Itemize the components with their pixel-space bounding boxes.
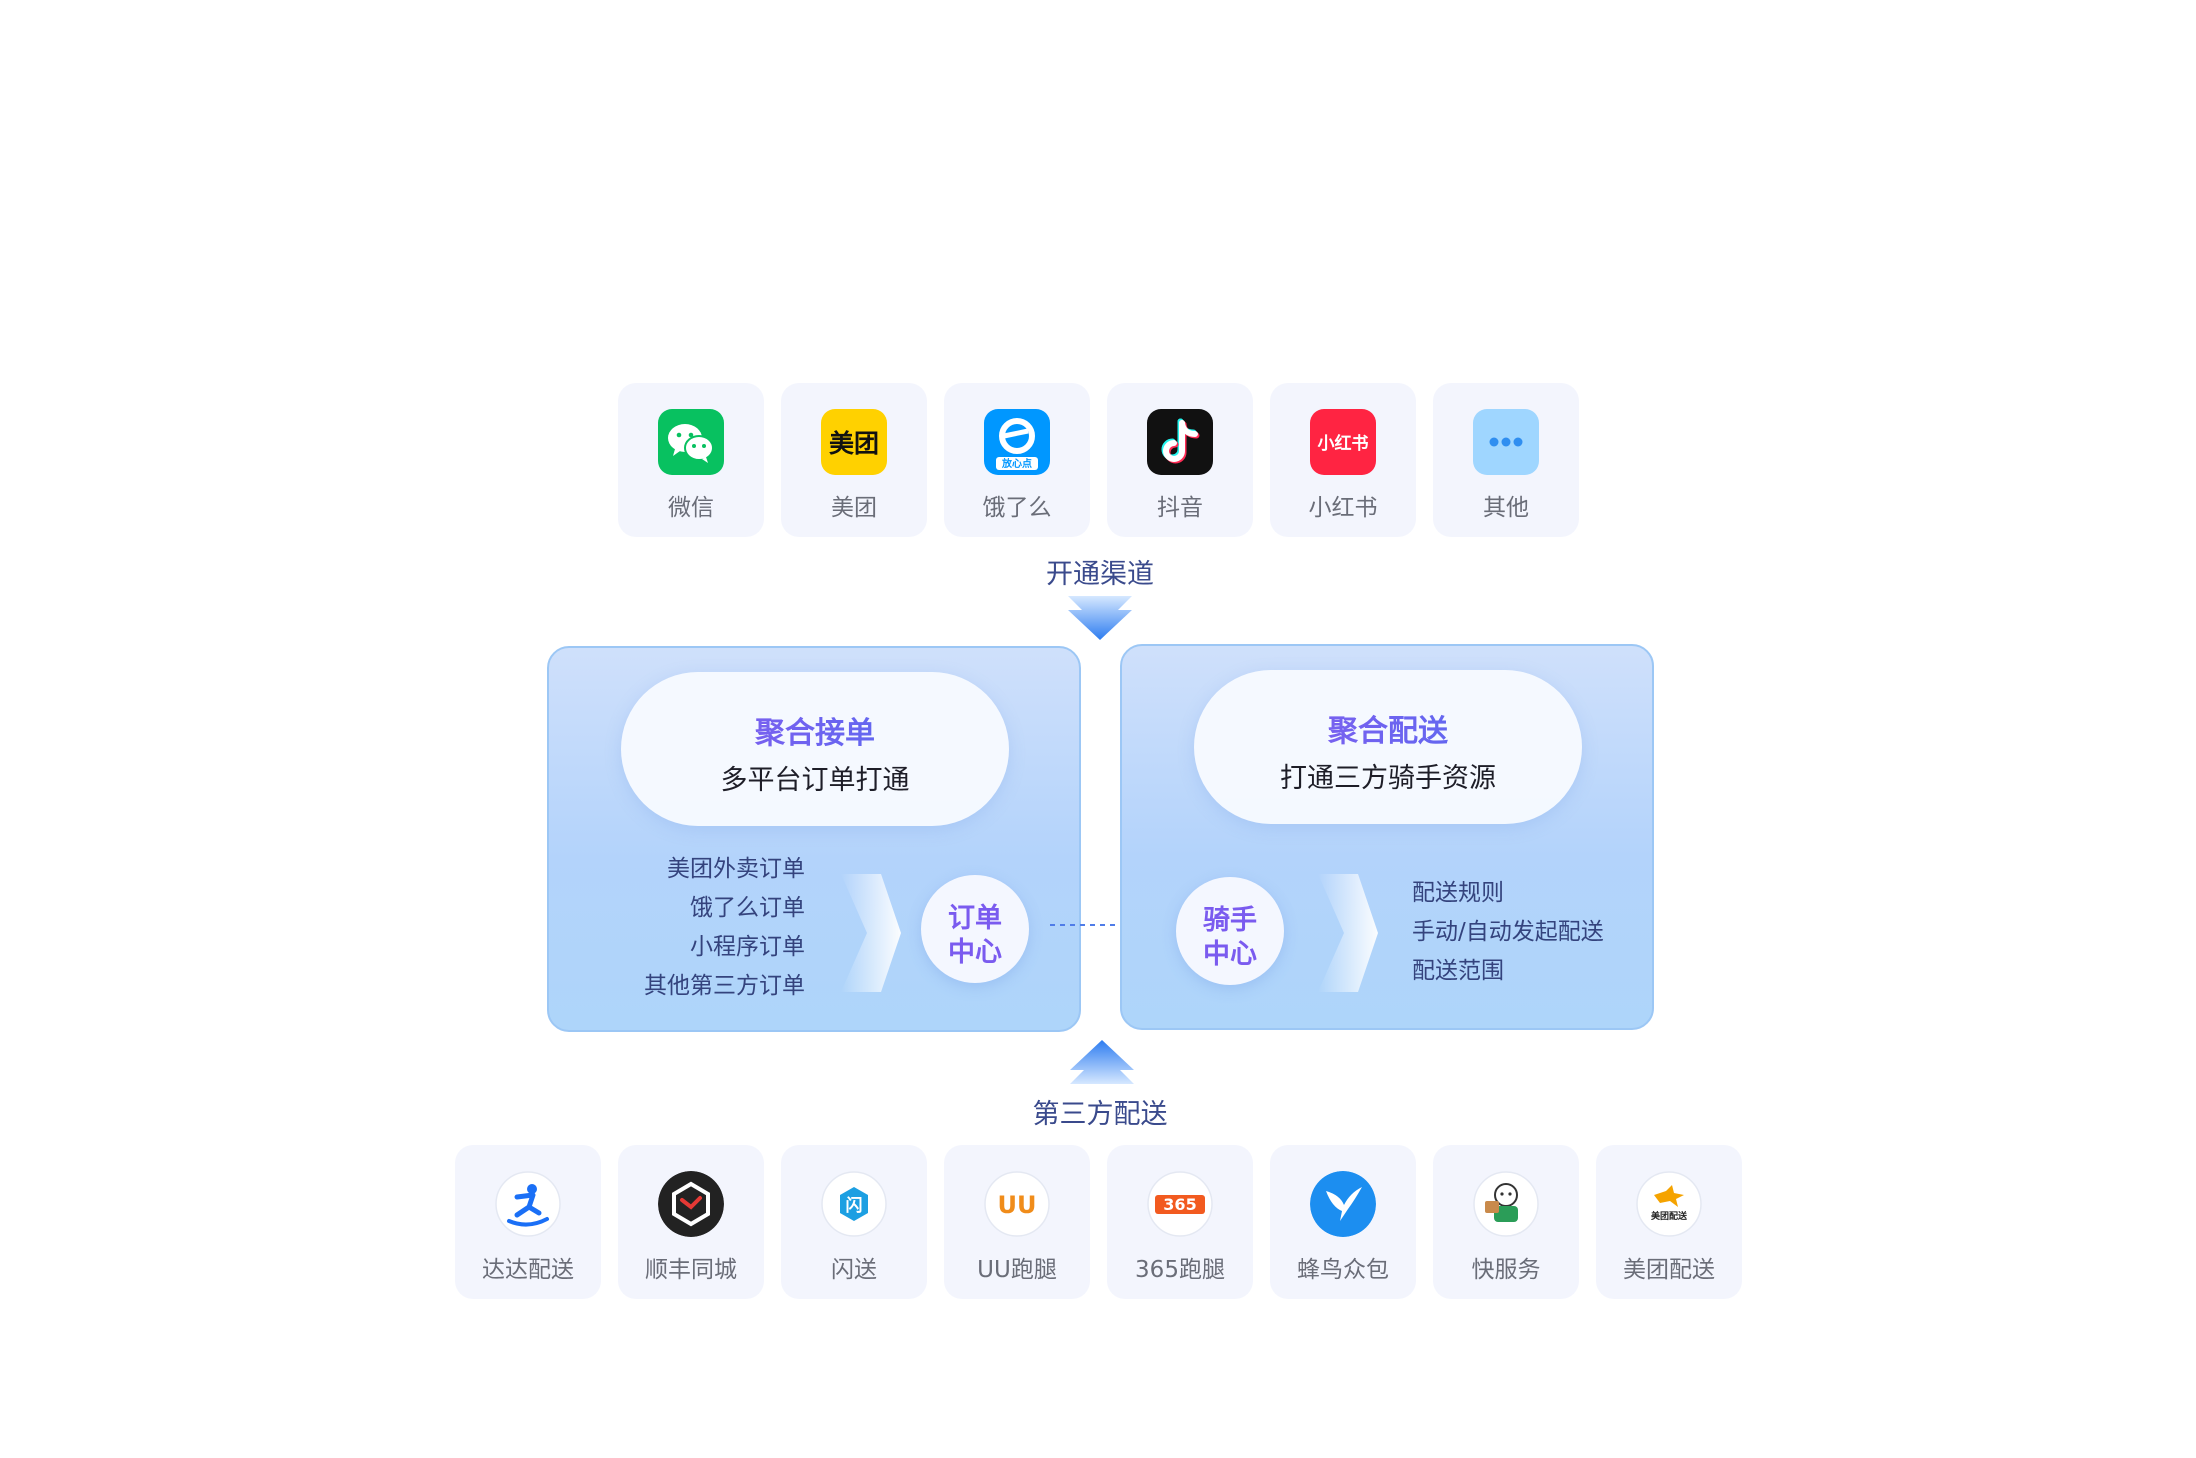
courier-card-dada[interactable]: 达达配送	[455, 1145, 601, 1299]
list-item: 小程序订单	[690, 934, 805, 960]
aggregated-delivery-pill: 聚合配送 打通三方骑手资源	[1194, 670, 1582, 824]
delivery-feature-list: 配送规则 手动/自动发起配送 配送范围	[1412, 874, 1604, 991]
arrow-up-icon	[1070, 1040, 1134, 1084]
xiaohongshu-logo-text: 小红书	[1318, 433, 1369, 454]
xiaohongshu-icon: 小红书	[1310, 409, 1376, 475]
order-center-hub: 订单 中心	[921, 875, 1029, 983]
365-icon: 365	[1147, 1171, 1213, 1237]
kuaifuwu-icon	[1473, 1171, 1539, 1237]
uu-icon: UU	[984, 1171, 1050, 1237]
dada-icon	[495, 1171, 561, 1237]
hub-label-line2: 中心	[948, 937, 1002, 968]
courier-card-uu[interactable]: UU UU跑腿	[944, 1145, 1090, 1299]
courier-label: 美团配送	[1623, 1257, 1715, 1283]
courier-label: UU跑腿	[977, 1257, 1057, 1283]
order-source-list: 美团外卖订单 饿了么订单 小程序订单 其他第三方订单	[589, 850, 805, 1006]
channel-card-other[interactable]: 其他	[1433, 383, 1579, 537]
aggregated-orders-panel: 聚合接单 多平台订单打通 美团外卖订单 饿了么订单 小程序订单 其他第三方订单 …	[547, 646, 1081, 1032]
hub-label-line1: 订单	[948, 903, 1002, 934]
meituan-delivery-logo-text: 美团配送	[1651, 1210, 1688, 1222]
rider-center-hub: 骑手 中心	[1176, 877, 1284, 985]
courier-card-shansong[interactable]: 闪 闪送	[781, 1145, 927, 1299]
douyin-icon	[1147, 409, 1213, 475]
channel-card-meituan[interactable]: 美团 美团	[781, 383, 927, 537]
channel-card-wechat[interactable]: 微信	[618, 383, 764, 537]
eleme-icon: 放心点	[984, 409, 1050, 475]
arrow-down-icon	[1068, 596, 1132, 640]
courier-label: 顺丰同城	[645, 1257, 737, 1283]
courier-card-365[interactable]: 365 365跑腿	[1107, 1145, 1253, 1299]
wechat-icon	[658, 409, 724, 475]
list-item: 其他第三方订单	[644, 973, 805, 999]
courier-label: 闪送	[831, 1257, 877, 1283]
courier-card-sf[interactable]: 顺丰同城	[618, 1145, 764, 1299]
panel-title: 聚合配送	[1194, 706, 1582, 750]
channel-label: 小红书	[1308, 495, 1378, 521]
more-icon	[1473, 409, 1539, 475]
channel-label: 微信	[668, 495, 714, 521]
channel-label: 饿了么	[982, 495, 1052, 521]
meituan-delivery-icon: 美团配送	[1636, 1171, 1702, 1237]
flow-label-couriers: 第三方配送	[1032, 1099, 1168, 1130]
courier-card-fengniao[interactable]: 蜂鸟众包	[1270, 1145, 1416, 1299]
list-item: 手动/自动发起配送	[1412, 919, 1604, 945]
courier-label: 达达配送	[482, 1257, 574, 1283]
shansong-icon: 闪	[821, 1171, 887, 1237]
channel-label: 抖音	[1157, 495, 1203, 521]
list-item: 配送范围	[1412, 958, 1504, 984]
365-logo-text: 365	[1163, 1195, 1196, 1214]
courier-label: 蜂鸟众包	[1297, 1257, 1389, 1283]
channel-card-eleme[interactable]: 放心点 饿了么	[944, 383, 1090, 537]
fengniao-icon	[1310, 1171, 1376, 1237]
aggregated-delivery-panel: 聚合配送 打通三方骑手资源 骑手 中心 配送规则 手动/自动发起配送 配送范围	[1120, 644, 1654, 1030]
channel-card-xiaohongshu[interactable]: 小红书 小红书	[1270, 383, 1416, 537]
hub-label-line1: 骑手	[1203, 905, 1257, 936]
courier-label: 快服务	[1471, 1257, 1541, 1283]
list-item: 饿了么订单	[690, 895, 805, 921]
panel-subtitle: 多平台订单打通	[720, 765, 910, 796]
chevron-right-icon	[841, 874, 901, 992]
panel-title: 聚合接单	[621, 708, 1009, 752]
eleme-logo-text: 放心点	[1001, 457, 1032, 470]
chevron-right-icon	[1318, 874, 1378, 992]
sf-icon	[658, 1171, 724, 1237]
panel-subtitle: 打通三方骑手资源	[1280, 763, 1496, 794]
list-item: 配送规则	[1412, 880, 1504, 906]
flow-label-channels: 开通渠道	[1046, 559, 1154, 590]
hub-label-line2: 中心	[1203, 939, 1257, 970]
meituan-icon: 美团	[821, 409, 887, 475]
courier-card-kuaifuwu[interactable]: 快服务	[1433, 1145, 1579, 1299]
uu-logo-text: UU	[998, 1191, 1037, 1219]
list-item: 美团外卖订单	[667, 856, 805, 882]
shansong-logo-text: 闪	[846, 1195, 863, 1216]
courier-card-meituan-delivery[interactable]: 美团配送 美团配送	[1596, 1145, 1742, 1299]
courier-label: 365跑腿	[1135, 1257, 1225, 1283]
aggregated-orders-pill: 聚合接单 多平台订单打通	[621, 672, 1009, 826]
channel-label: 美团	[831, 495, 877, 521]
channel-card-douyin[interactable]: 抖音	[1107, 383, 1253, 537]
meituan-logo-text: 美团	[829, 429, 879, 458]
channel-label: 其他	[1483, 495, 1529, 521]
